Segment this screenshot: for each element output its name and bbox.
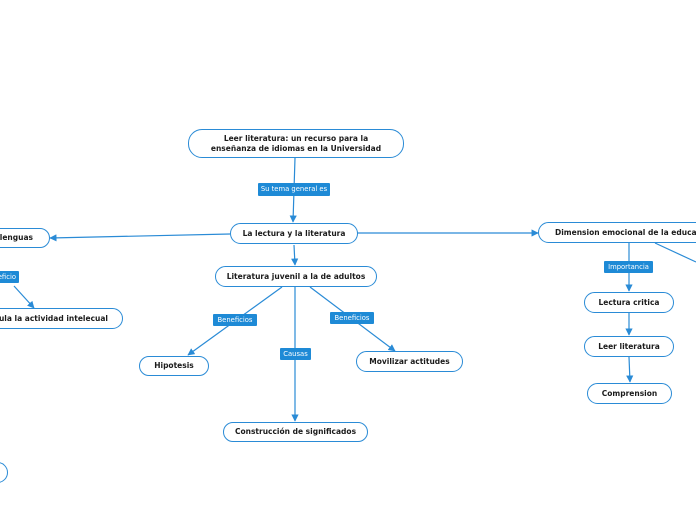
tag-label: Beneficios: [334, 313, 370, 322]
node-label: La lectura y la literatura: [242, 228, 346, 238]
node-lectura-literatura[interactable]: La lectura y la literatura: [230, 223, 358, 244]
edge-dimension-to-offscreen: [654, 242, 696, 263]
node-label: Literatura juvenil a la de adultos: [226, 271, 366, 281]
root-node[interactable]: Leer literatura: un recurso para la ense…: [188, 129, 404, 158]
edge-lectura-to-lenguas: [49, 233, 231, 242]
node-estimula[interactable]: mula la actividad intelecual: [0, 308, 123, 329]
node-leer-literatura[interactable]: Leer literatura: [584, 336, 674, 357]
node-dimension[interactable]: Dimension emocional de la educacion: [538, 222, 696, 243]
root-node-line1: Leer literatura: un recurso para la: [223, 134, 369, 144]
tag-label: Importancia: [608, 262, 649, 271]
node-label: lenguas: [0, 233, 33, 243]
node-construccion[interactable]: Construcción de significados: [223, 422, 368, 442]
node-lectura-critica[interactable]: Lectura critica: [584, 292, 674, 313]
tag-label: Causas: [283, 349, 308, 358]
node-label: Comprension: [601, 388, 658, 398]
root-node-line2: enseñanza de idiomas en la Universidad: [210, 143, 382, 153]
tag-beneficios-right[interactable]: Beneficios: [330, 312, 374, 324]
tag-label: Beneficios: [217, 315, 253, 324]
node-comprension[interactable]: Comprension: [587, 383, 672, 404]
node-juvenil[interactable]: Literatura juvenil a la de adultos: [215, 266, 377, 287]
node-label: Dimension emocional de la educacion: [555, 227, 696, 237]
tag-tema-general[interactable]: Su tema general es: [258, 183, 330, 196]
edge-lectura-to-juvenil: [291, 244, 299, 266]
node-label: Construcción de significados: [234, 427, 357, 437]
tag-label: Su tema general es: [260, 185, 328, 194]
node-label: Movilizar actitudes: [369, 356, 450, 366]
tag-beneficios-left[interactable]: Beneficios: [213, 314, 257, 326]
tag-importancia[interactable]: Importancia: [604, 261, 653, 273]
node-label: Hipotesis: [154, 361, 194, 371]
edge-leer-to-comprension: [626, 356, 634, 383]
tag-label: eficio: [0, 272, 16, 281]
node-lenguas[interactable]: lenguas: [0, 228, 50, 248]
node-movilizar[interactable]: Movilizar actitudes: [356, 351, 463, 372]
tag-beneficio[interactable]: eficio: [0, 271, 19, 283]
node-label: mula la actividad intelecual: [0, 313, 108, 323]
node-label: Lectura critica: [598, 297, 660, 307]
edge-lenguas-to-estimula: [13, 285, 35, 309]
node-hipotesis[interactable]: Hipotesis: [139, 356, 209, 376]
node-label: Leer literatura: [598, 341, 660, 351]
tag-causas[interactable]: Causas: [280, 348, 311, 360]
